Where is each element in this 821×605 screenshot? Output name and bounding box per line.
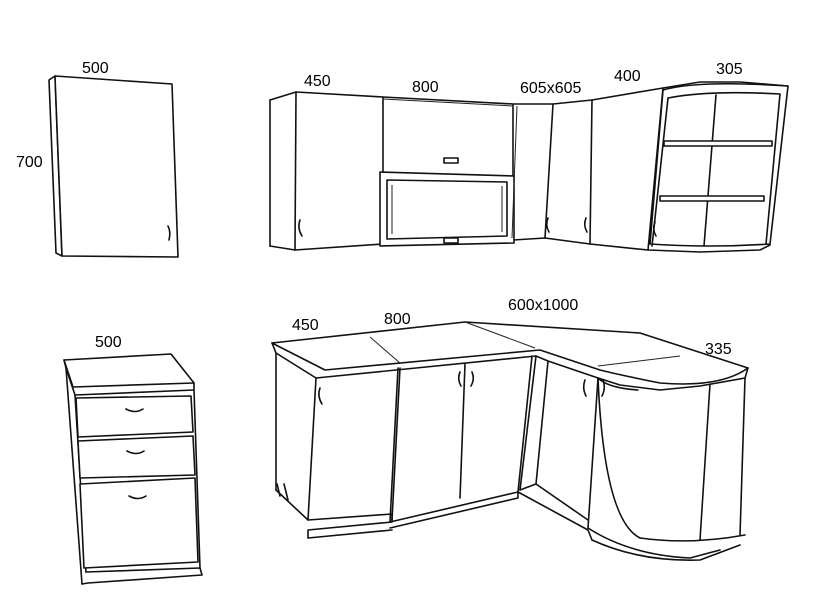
base-countertop	[271, 321, 749, 385]
glass-panel	[386, 179, 508, 240]
dim-single-wall-width: 500	[82, 60, 109, 77]
door-handle	[545, 217, 550, 233]
base-cabinet-450	[275, 352, 401, 539]
upper-open-shelf-305	[649, 82, 789, 247]
dim-upper-800: 800	[412, 79, 439, 96]
dim-upper-305: 305	[716, 61, 743, 78]
dim-single-base-width: 500	[95, 334, 122, 351]
door-handle	[298, 219, 303, 237]
lift-door-handle	[443, 157, 459, 164]
upper-cabinet-800	[379, 98, 515, 247]
dim-base-335: 335	[705, 341, 732, 358]
wall-cabinet-door	[54, 75, 179, 258]
door-handle	[470, 371, 475, 387]
dim-base-450: 450	[292, 317, 319, 334]
glass-lift-door	[379, 171, 515, 247]
drawer-handle	[126, 450, 145, 455]
cabinet-leg	[276, 483, 281, 497]
upper-run-top-edge	[269, 81, 789, 105]
door-handle	[167, 225, 171, 241]
upper-cabinet-450	[269, 91, 384, 251]
upper-run-bottom-edge	[269, 237, 771, 253]
base-corner-cabinet	[517, 355, 606, 541]
door-handle	[318, 387, 323, 405]
dim-base-corner: 600x1000	[508, 297, 579, 314]
base-curved-end-335	[587, 377, 746, 561]
upper-cabinet-run	[269, 81, 789, 253]
dim-single-wall-height: 700	[16, 154, 43, 171]
single-wall-cabinet	[48, 75, 179, 258]
door-handle	[582, 379, 587, 397]
open-shelf-frame	[649, 82, 789, 247]
door-handle	[583, 217, 588, 233]
drawer-3	[79, 477, 199, 569]
dim-base-800: 800	[384, 311, 411, 328]
drawer-handle	[125, 408, 144, 413]
shelf-2	[659, 195, 765, 202]
dim-upper-450: 450	[304, 73, 331, 90]
cabinet-leg	[283, 483, 289, 501]
drawer-2	[77, 435, 196, 479]
drawer-1	[75, 395, 194, 438]
shelf-1	[663, 140, 773, 147]
drawer-handle	[128, 495, 147, 500]
door-handle	[457, 371, 462, 387]
base-cabinet-run	[271, 321, 749, 561]
door-handle	[601, 379, 606, 397]
dim-upper-400: 400	[614, 68, 641, 85]
dim-upper-corner: 605x605	[520, 80, 582, 97]
upper-corner-cabinet	[511, 99, 593, 245]
single-base-drawer-unit	[63, 353, 203, 585]
base-cabinet-800	[389, 355, 533, 529]
lift-door-handle-lower	[443, 237, 459, 244]
base-unit-countertop	[63, 353, 195, 388]
